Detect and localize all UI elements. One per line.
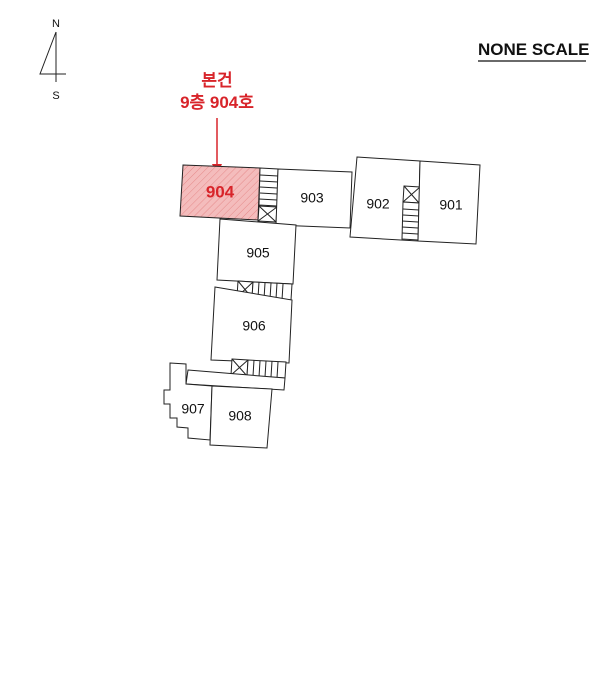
room-901-label: 901 <box>439 197 463 213</box>
callout-line-2: 9층 904호 <box>180 93 254 112</box>
room-905[interactable] <box>216 218 297 285</box>
compass-north-label: N <box>52 18 60 30</box>
elevator-icon <box>257 205 278 223</box>
room-907-label: 907 <box>181 401 205 417</box>
room-908-label: 908 <box>228 408 252 424</box>
subject-callout: 본건 9층 904호 <box>180 71 254 175</box>
room-906[interactable] <box>210 286 293 364</box>
scale-note-text: NONE SCALE <box>478 40 589 59</box>
compass-south-label: S <box>52 90 59 102</box>
north-arrow-icon: N S <box>39 18 66 102</box>
stair-906 <box>230 358 287 379</box>
room-905-label: 905 <box>246 245 270 261</box>
room-907[interactable] <box>163 362 213 441</box>
stair-904-treads <box>258 174 279 201</box>
room-901[interactable] <box>417 160 481 245</box>
room-908[interactable] <box>209 385 273 449</box>
room-903[interactable] <box>275 168 353 229</box>
room-906-label: 906 <box>242 318 266 334</box>
room-902-label: 902 <box>366 196 390 212</box>
room-904-label: 904 <box>206 182 235 201</box>
callout-line-1: 본건 <box>201 71 232 90</box>
room-903-label: 903 <box>300 190 324 206</box>
scale-note: NONE SCALE <box>478 40 589 62</box>
bottom-wing: 907 908 <box>163 362 273 449</box>
stair-902 <box>401 185 421 241</box>
corridor-907-908 <box>185 369 286 391</box>
top-wing: 904 903 902 <box>179 156 481 245</box>
vertical-wing: 905 906 <box>185 218 297 391</box>
